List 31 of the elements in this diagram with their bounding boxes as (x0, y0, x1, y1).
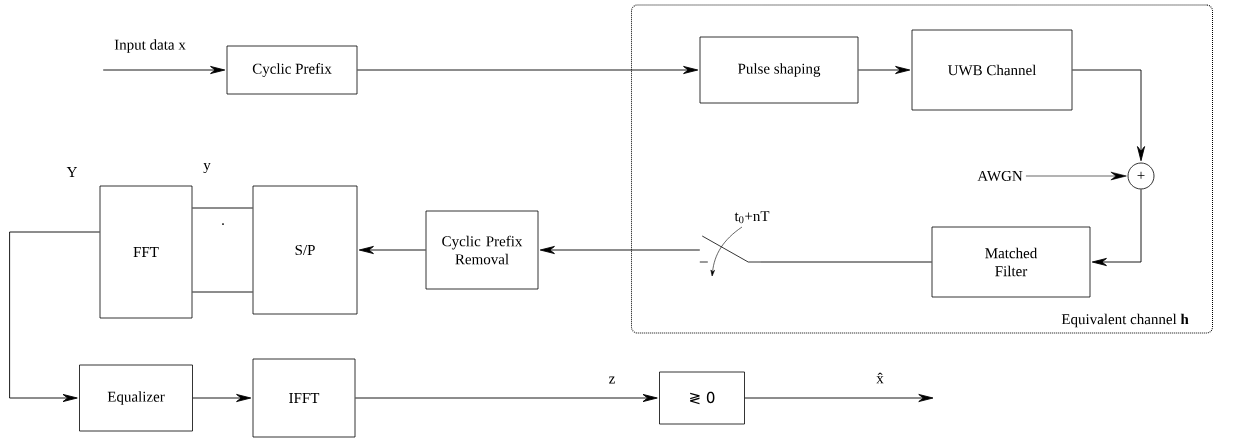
arrow (539, 246, 701, 254)
process-box: Cyclic Prefix Removal (425, 210, 539, 290)
edge-label: x̂ (875, 371, 885, 385)
process-box: UWB Channel (911, 29, 1073, 111)
process-box: Cyclic Prefix (226, 45, 358, 95)
arrow (192, 394, 252, 402)
arrow (9, 231, 101, 402)
arrow (354, 394, 658, 402)
decision-box: ≷ 0 (659, 371, 745, 425)
process-box: S/P (252, 185, 358, 315)
signal-label: . (222, 223, 224, 225)
arrow (857, 66, 911, 74)
process-box: FFT (99, 185, 193, 319)
arrow (744, 394, 934, 402)
sampling-label: t$_{0}$+nT (734, 211, 770, 224)
signal-label: Y (66, 167, 78, 177)
arrow (1071, 69, 1145, 162)
arrow (1091, 188, 1142, 266)
edge-label: Input data x (113, 38, 187, 54)
switch-drawing (699, 226, 761, 277)
arrow (1025, 171, 1127, 181)
process-box: Pulse shaping (699, 36, 859, 104)
process-box: IFFT (252, 358, 356, 438)
signal-label: AWGN (977, 170, 1023, 182)
process-box: Matched Filter (931, 226, 1091, 298)
arrow (356, 66, 699, 74)
signal-label: y (203, 162, 211, 174)
arrow (102, 66, 226, 74)
process-box: Equalizer (79, 364, 193, 432)
edge-label: z (607, 375, 617, 385)
arrow (358, 246, 427, 254)
